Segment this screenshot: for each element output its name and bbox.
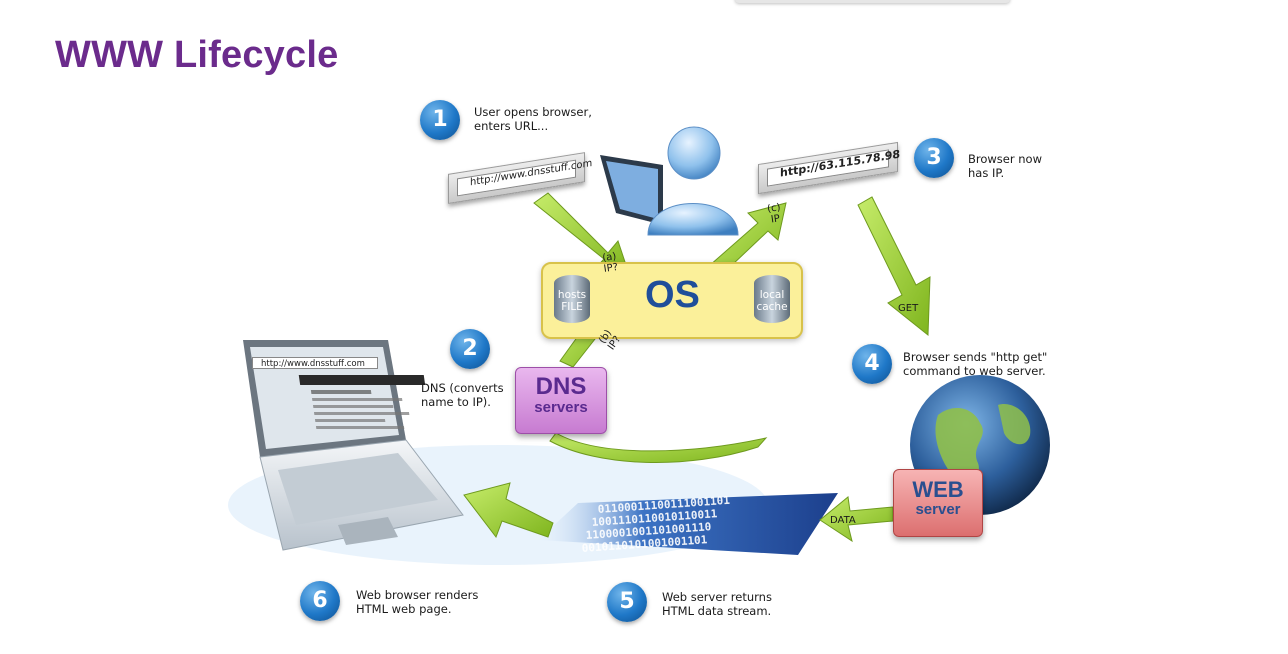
- step-5-text: Web server returns HTML data stream.: [662, 590, 772, 618]
- step-2-text: DNS (converts name to IP).: [421, 381, 504, 409]
- arrow-get: [857, 196, 931, 337]
- laptop-url-bar: http://www.dnsstuff.com: [252, 357, 378, 369]
- user-icon: [600, 126, 739, 236]
- dns-label: DNS: [535, 373, 587, 400]
- step-6-text: Web browser renders HTML web page.: [356, 588, 479, 616]
- step-3-circle: 3: [914, 138, 954, 178]
- arrow-label-data: DATA: [830, 515, 856, 526]
- step-4-text: Browser sends "http get" command to web …: [903, 350, 1048, 378]
- local-cache-icon: local cache: [754, 275, 790, 323]
- arrow-data: [819, 496, 894, 543]
- arrow-label-get: GET: [898, 303, 919, 314]
- web-server-box: WEB server: [893, 469, 983, 537]
- os-box: hosts FILE OS local cache: [541, 262, 803, 339]
- laptop-icon: [243, 340, 464, 551]
- slide-title: WWW Lifecycle: [55, 34, 339, 76]
- step-4-circle: 4: [852, 344, 892, 384]
- step-2-circle: 2: [450, 329, 490, 369]
- arrow-dns-return: [549, 432, 768, 464]
- hosts-file-icon: hosts FILE: [554, 275, 590, 323]
- dns-servers-box: DNS servers: [515, 367, 607, 434]
- top-decorative-bar: [735, 0, 1010, 3]
- web-label: WEB: [912, 477, 964, 502]
- step-1-circle: 1: [420, 100, 460, 140]
- arrow-to-laptop: [463, 482, 554, 539]
- step-1-text: User opens browser, enters URL...: [474, 105, 592, 133]
- step-5-circle: 5: [607, 582, 647, 622]
- dns-servers-label: servers: [534, 399, 588, 416]
- step-3-text: Browser now has IP.: [968, 152, 1042, 180]
- arrow-label-a: (a) IP?: [601, 251, 619, 275]
- server-label: server: [915, 501, 961, 518]
- www-lifecycle-diagram: 01100011100111001101 1001110110010110011…: [228, 85, 1062, 626]
- arrow-a: [533, 192, 631, 278]
- diagram-graphics: 01100011100111001101 1001110110010110011…: [228, 126, 1050, 565]
- step-6-circle: 6: [300, 581, 340, 621]
- arrow-label-c: (c) IP: [766, 202, 782, 226]
- os-label: OS: [645, 274, 700, 316]
